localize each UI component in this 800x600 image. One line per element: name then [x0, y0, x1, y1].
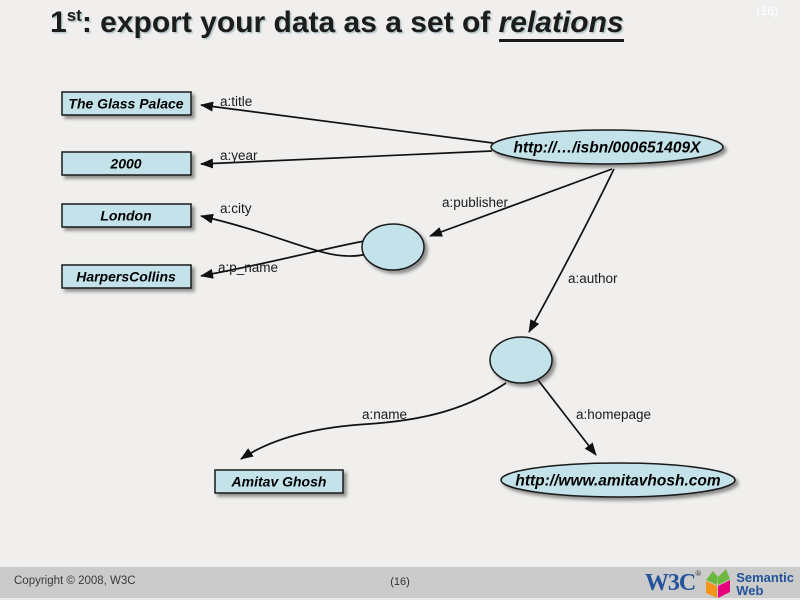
corner-page-number: (16): [756, 4, 778, 18]
edge-a-author: [528, 168, 615, 333]
node-homepage-uri-label: http://www.amitavhosh.com: [515, 473, 720, 490]
resource-nodes: http://…/isbn/000651409X http://www.amit…: [361, 129, 736, 498]
label-a-author: a:author: [568, 271, 618, 286]
slide-title: 1st: export your data as a set of relati…: [50, 6, 624, 42]
title-number: 1: [50, 6, 67, 39]
node-harpers-collins-label: HarpersCollins: [76, 269, 176, 285]
node-2000: [61, 151, 192, 176]
label-a-city: a:city: [220, 201, 252, 216]
semantic-web-line1: Semantic: [736, 569, 794, 585]
literal-nodes: The Glass Palace 2000 London HarpersColl…: [61, 91, 344, 494]
node-amitav-ghosh-label: Amitav Ghosh: [231, 474, 327, 490]
copyright-text: Copyright © 2008, W3C: [14, 575, 136, 587]
node-glass-palace-label: The Glass Palace: [68, 96, 183, 112]
edge-a-city: [200, 213, 368, 257]
footer-page-number: (16): [390, 576, 410, 588]
label-a-homepage: a:homepage: [576, 407, 651, 422]
semantic-web-logo-text: Semantic Web: [736, 571, 794, 597]
node-london-label: London: [100, 208, 151, 224]
semantic-web-line2: Web: [736, 582, 764, 598]
node-blank-author: [489, 336, 553, 384]
label-a-title: a:title: [220, 94, 252, 109]
semantic-web-cube-icon: [706, 569, 731, 598]
edge-a-publisher: [429, 168, 613, 237]
footer-logos: W3C® Semantic Web: [645, 568, 794, 599]
edges: [200, 101, 615, 460]
node-glass-palace: [61, 91, 192, 116]
node-amitav-ghosh: [214, 469, 344, 494]
edge-a-title: [200, 101, 494, 144]
footer-bar: Copyright © 2008, W3C (16) W3C® Semantic…: [0, 567, 800, 600]
node-homepage-uri: [500, 462, 736, 498]
node-harpers-collins: [61, 264, 192, 289]
node-2000-label: 2000: [109, 156, 141, 172]
node-blank-publisher: [361, 223, 425, 271]
rdf-relations-diagram: a:title a:year a:city a:p_name a:publish…: [61, 91, 736, 498]
node-isbn-uri-label: http://…/isbn/000651409X: [514, 140, 703, 157]
title-superscript: st: [66, 6, 82, 25]
w3c-logo-text: W3C: [644, 570, 696, 596]
edge-a-year: [200, 150, 493, 169]
title-rest: : export your data as a set of: [81, 6, 499, 39]
label-a-publisher: a:publisher: [442, 195, 509, 210]
node-london: [61, 203, 192, 228]
w3c-registered-mark: ®: [695, 569, 701, 578]
edge-labels: a:title a:year a:city a:p_name a:publish…: [218, 94, 651, 422]
label-a-p-name: a:p_name: [218, 260, 278, 275]
title-emphasis: relations: [498, 6, 624, 42]
edge-a-p-name: [200, 240, 366, 279]
edge-a-name: [240, 382, 507, 460]
label-a-name: a:name: [362, 407, 407, 422]
node-isbn-uri: [490, 129, 724, 165]
label-a-year: a:year: [220, 148, 258, 163]
edge-a-homepage: [537, 379, 597, 456]
w3c-logo: W3C®: [644, 569, 701, 598]
